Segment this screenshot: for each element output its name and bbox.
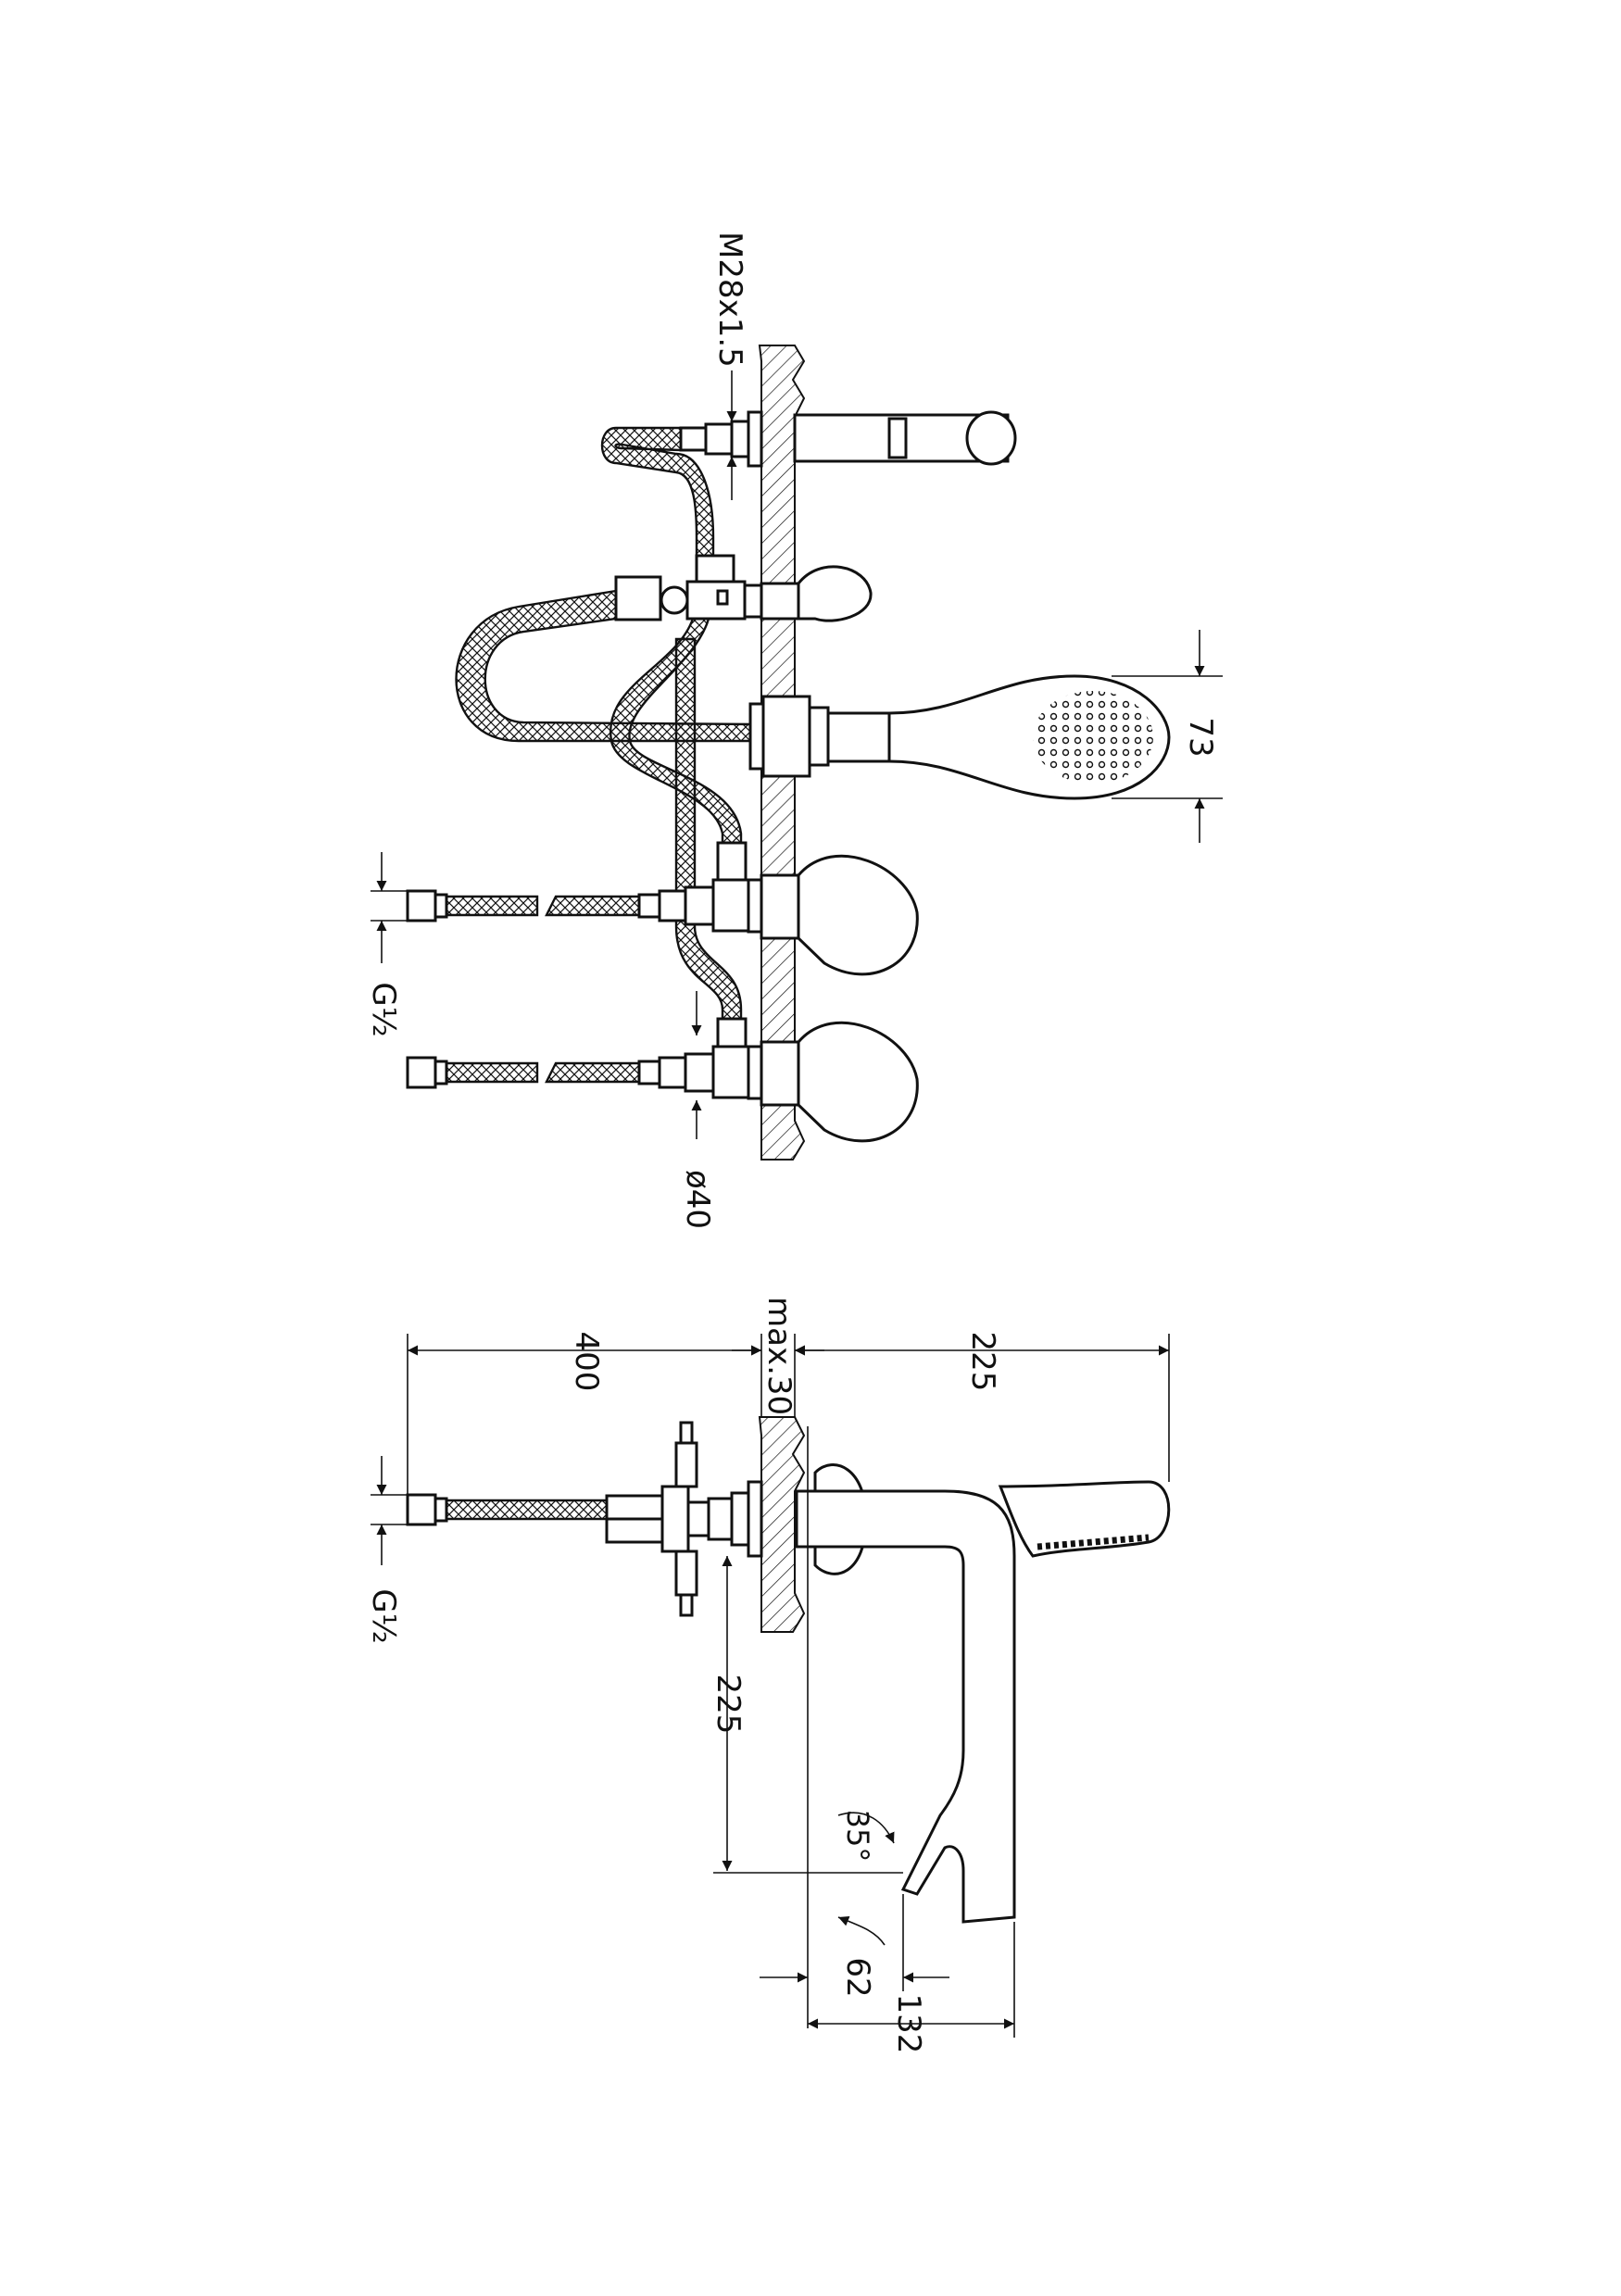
dim-thread: M28x1.5	[711, 232, 748, 500]
handshower-side	[998, 1480, 1171, 1558]
dim-hose-length-label: 400	[568, 1332, 605, 1392]
handshower-hose	[455, 589, 752, 743]
dim-handshower-width: 73	[1112, 630, 1223, 843]
supply-nut-1	[406, 889, 437, 922]
deck-section-side	[758, 1416, 806, 1633]
valve-1-top	[637, 841, 919, 976]
dim-inlet-side-label: G½	[365, 1588, 402, 1643]
dim-inlet-side: G½	[365, 1456, 408, 1644]
top-view: M28x1.5 73 G½ ø40	[365, 232, 1223, 1229]
dim-spout-angle: 35°	[837, 1810, 895, 1946]
spray-face	[1033, 691, 1153, 784]
dim-thread-label: M28x1.5	[711, 232, 748, 368]
supply-nut-2	[406, 1056, 437, 1089]
supply-hose-2	[443, 1061, 641, 1084]
dim-top-row: 400 max.30 225	[407, 1297, 1170, 1495]
valve-2-top	[637, 1017, 919, 1143]
dim-spout-projection-label: 62	[839, 1957, 876, 1997]
dim-diameter-label: ø40	[679, 1170, 716, 1229]
dim-handshower-reach-label: 225	[964, 1332, 1001, 1392]
dim-spout-height-label: 225	[710, 1675, 747, 1735]
side-view: 400 max.30 225 G½ 225 35°	[365, 1297, 1171, 2054]
supply-nut-side	[406, 1493, 437, 1526]
diverter-top	[660, 554, 873, 622]
fittings-side	[605, 1421, 763, 1617]
dim-diameter: ø40	[679, 991, 716, 1229]
dim-spout-reach-label: 132	[890, 1994, 927, 2054]
spout-side	[795, 1489, 1016, 1924]
dim-deck-thickness-label: max.30	[760, 1297, 798, 1415]
supply-hose-side	[443, 1499, 609, 1521]
spout-top	[679, 410, 1017, 468]
hose-connector	[614, 575, 662, 621]
dim-inlet-top-label: G½	[365, 982, 402, 1036]
dim-spout-height: 225	[710, 1556, 903, 1874]
dim-bottom-row: 62 132	[760, 1426, 1015, 2054]
dim-spout-angle-label: 35°	[840, 1810, 875, 1863]
dim-inlet-top: G½	[365, 852, 408, 1037]
dim-handshower-width-label: 73	[1182, 717, 1219, 757]
supply-hose-1	[443, 895, 641, 917]
handshower-top	[748, 674, 1171, 800]
